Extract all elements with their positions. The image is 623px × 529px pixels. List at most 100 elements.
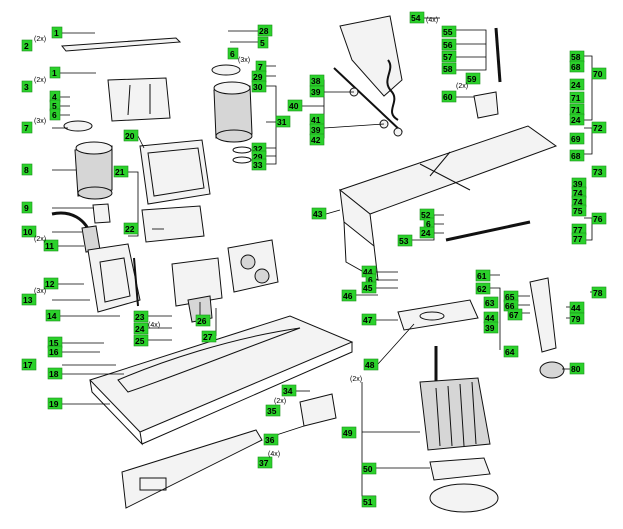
carriage-plate-inner	[147, 147, 205, 197]
label-44a: 44	[363, 267, 373, 277]
knob-a	[240, 254, 256, 270]
label-80: 80	[571, 364, 581, 374]
label-30: 30	[253, 82, 263, 92]
label-52: 52	[421, 210, 431, 220]
label-32: 32	[253, 144, 263, 154]
switch-box-part	[171, 257, 223, 307]
label-54: 54	[411, 13, 421, 23]
frame-cross	[419, 151, 471, 191]
label-3: 3	[24, 82, 29, 92]
label-74a: 74	[573, 188, 583, 198]
carriage-plate-part	[139, 139, 211, 205]
bolt-part	[494, 27, 502, 83]
label-34: 34	[283, 386, 293, 396]
label-71b: 71	[571, 105, 581, 115]
label-79: 79	[571, 314, 581, 324]
guard-plate-slot	[127, 84, 151, 116]
label-29a: 29	[253, 72, 263, 82]
label-58a: 58	[443, 64, 453, 74]
label-46: 46	[343, 291, 353, 301]
guard-plate-part	[107, 77, 171, 122]
saw-table-edge	[89, 342, 353, 446]
label-7b: 7	[258, 62, 263, 72]
label-2: 2	[24, 41, 29, 51]
roller-top	[75, 141, 113, 155]
motor-housing-inner	[99, 257, 131, 303]
block-part	[473, 91, 499, 119]
screw-rod-part	[133, 257, 139, 307]
blade-bar-part	[61, 37, 182, 52]
qty-note: (3x)	[34, 288, 46, 295]
part-labels: 1 2 1 3 4 5 6 7 8 9 10 11 12 13 14 15 16…	[21, 11, 607, 508]
label-18: 18	[49, 369, 59, 379]
label-24c: 24	[571, 80, 581, 90]
qty-note: (2x)	[34, 236, 46, 243]
label-8: 8	[24, 165, 29, 175]
label-67: 67	[509, 310, 519, 320]
motor-body-part	[419, 377, 491, 451]
quantity-notes: (2x) (2x) (3x) (2x) (3x) (4x) (3x) (2x) …	[34, 17, 468, 458]
spring-part	[386, 59, 399, 121]
label-78: 78	[593, 288, 603, 298]
label-41: 41	[311, 115, 321, 125]
label-62: 62	[477, 284, 487, 294]
label-6d: 6	[426, 219, 431, 229]
label-28: 28	[259, 26, 269, 36]
label-42: 42	[311, 135, 321, 145]
label-65: 65	[505, 292, 515, 302]
label-35: 35	[267, 406, 277, 416]
base-plate-hole	[419, 311, 445, 321]
label-48: 48	[365, 360, 375, 370]
label-29b: 29	[253, 152, 263, 162]
label-20: 20	[125, 131, 135, 141]
label-39a: 39	[311, 87, 321, 97]
label-38: 38	[311, 76, 321, 86]
label-37: 37	[259, 458, 269, 468]
label-74b: 74	[573, 197, 583, 207]
label-9: 9	[24, 203, 29, 213]
label-10: 10	[23, 227, 33, 237]
qty-note: (4x)	[268, 451, 280, 458]
knob-b	[254, 268, 270, 284]
label-53: 53	[399, 236, 409, 246]
label-51: 51	[363, 497, 373, 507]
label-24b: 24	[421, 228, 431, 238]
ring-b	[232, 156, 252, 164]
label-50: 50	[363, 464, 373, 474]
fence-window	[139, 477, 167, 491]
label-64: 64	[505, 347, 515, 357]
roller-bottom	[77, 186, 113, 200]
qty-note: (4x)	[148, 322, 160, 329]
label-14: 14	[47, 311, 57, 321]
label-12: 12	[45, 279, 55, 289]
bushing-part	[92, 203, 111, 224]
label-6c: 6	[368, 275, 373, 285]
qty-note: (2x)	[34, 77, 46, 84]
qty-note: (4x)	[426, 17, 438, 24]
label-57: 57	[443, 52, 453, 62]
middle-roller-bottom	[215, 129, 253, 143]
label-24d: 24	[571, 115, 581, 125]
qty-note: (2x)	[274, 398, 286, 405]
bottom-plate-part	[141, 205, 205, 243]
saw-table-slot	[117, 327, 301, 393]
label-22: 22	[125, 224, 135, 234]
label-17: 17	[23, 360, 33, 370]
label-49: 49	[343, 428, 353, 438]
label-59: 59	[467, 74, 477, 84]
label-24a: 24	[135, 324, 145, 334]
blade-guide-part	[529, 277, 557, 353]
qty-note: (3x)	[238, 57, 250, 64]
frame-part	[338, 125, 558, 215]
fan-cover-part	[429, 483, 499, 513]
label-43: 43	[313, 209, 323, 219]
label-70: 70	[593, 69, 603, 79]
middle-roller-top	[213, 81, 251, 95]
label-19: 19	[49, 399, 59, 409]
label-26: 26	[197, 316, 207, 326]
label-39b: 39	[311, 125, 321, 135]
washer-part	[63, 120, 93, 132]
label-44c: 44	[571, 303, 581, 313]
label-39c: 39	[573, 179, 583, 189]
